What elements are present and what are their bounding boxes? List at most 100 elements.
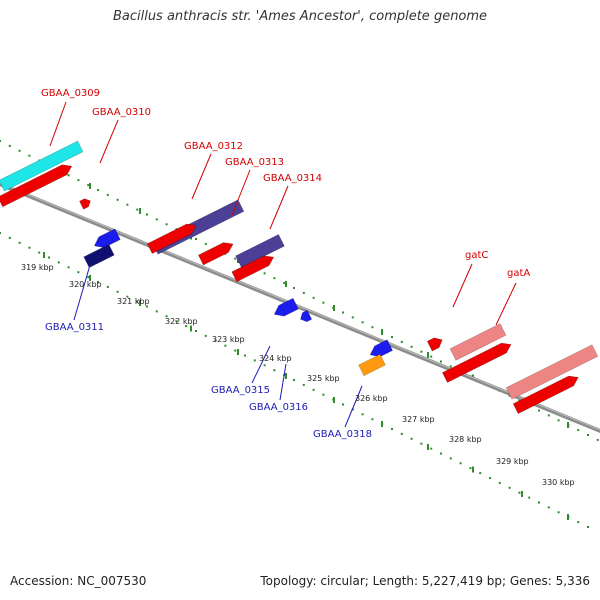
tick-dot (273, 277, 276, 280)
tick-dot (18, 241, 21, 244)
tick-dot (18, 149, 21, 152)
feature-layer (0, 140, 599, 414)
leader-GBAA_0311 (73, 264, 91, 321)
tick-dot (8, 144, 11, 147)
cds-arrow-gbaa-0311 (93, 228, 121, 248)
tick-dot (0, 140, 1, 142)
tick-dot (28, 246, 31, 249)
tick-dot (449, 457, 452, 460)
tick-dot (126, 203, 129, 206)
tick-dot (596, 438, 599, 441)
cds-arrow-gbaa-0318 (369, 339, 393, 358)
genome-summary-text: Topology: circular; Length: 5,227,419 bp… (260, 574, 590, 588)
cds-arrow-gata-part2 (512, 375, 579, 414)
tick-dot (577, 429, 580, 432)
gene-label-GBAA_0312: GBAA_0312 (184, 141, 243, 152)
backbone-highlight (0, 182, 600, 431)
gene-label-GBAA_0311: GBAA_0311 (45, 322, 104, 333)
tick-dot (97, 189, 99, 191)
dotted-tick-tracks (0, 140, 599, 528)
tick-dot (195, 330, 197, 332)
tick-dot (528, 496, 531, 499)
tick-dot (508, 486, 511, 489)
tick-dot (400, 432, 403, 435)
tick-dot (126, 295, 129, 298)
leader-gatA (495, 282, 517, 326)
tick-dot (263, 272, 266, 275)
cds-arrow-gbaa-0310 (79, 198, 91, 210)
tick-dot (312, 388, 315, 391)
tick-dot (57, 261, 60, 264)
tick-dot (538, 409, 540, 412)
tick-dot (77, 271, 80, 274)
gene-label-GBAA_0316: GBAA_0316 (249, 402, 308, 413)
leader-GBAA_0313 (231, 169, 251, 216)
backbone-line (0, 181, 600, 434)
gene-bar-gbaa-0311 (83, 243, 115, 269)
accession-text: Accession: NC_007530 (10, 574, 147, 588)
leader-lines (49, 101, 517, 428)
tick-label-329: 329 kbp (496, 457, 529, 466)
tick-label-319: 319 kbp (21, 263, 54, 272)
tick-label-321: 321 kbp (117, 297, 150, 306)
tick-dot (547, 506, 550, 509)
tick-dot (87, 276, 90, 279)
tick-dot (518, 491, 521, 494)
tick-dot (293, 379, 295, 381)
leader-GBAA_0318 (344, 385, 363, 428)
tick-dot (440, 452, 442, 455)
tick-dot (116, 290, 119, 293)
tick-dot (8, 236, 11, 239)
tick-dot (253, 359, 256, 362)
upper-major-ticks (43, 160, 569, 428)
tick-dot (136, 300, 139, 303)
gene-label-GBAA_0310: GBAA_0310 (92, 107, 151, 118)
gene-bar-gatc (449, 323, 507, 361)
tick-dot (538, 501, 540, 504)
tick-dot (87, 184, 90, 187)
tick-dot (204, 242, 207, 245)
tick-dot (155, 310, 158, 313)
tick-dot (342, 311, 344, 314)
tick-dot (557, 511, 560, 514)
gene-label-GBAA_0313: GBAA_0313 (225, 157, 284, 168)
gene-label-GBAA_0318: GBAA_0318 (313, 429, 372, 440)
leader-gatC (452, 263, 473, 308)
gene-label-GBAA_0314: GBAA_0314 (263, 173, 322, 184)
tick-dot (371, 418, 374, 421)
tick-dot (489, 477, 491, 479)
tick-dot (459, 462, 462, 465)
cds-arrow-gbaa-0309 (0, 164, 73, 208)
tick-dot (430, 447, 433, 450)
tick-dot (322, 301, 325, 304)
leader-GBAA_0316 (279, 363, 287, 401)
tick-dot (587, 526, 589, 528)
tick-label-324: 324 kbp (259, 354, 292, 363)
leader-GBAA_0314 (269, 185, 289, 230)
tick-dot (410, 437, 413, 440)
tick-dot (420, 442, 423, 445)
tick-dot (283, 282, 286, 285)
gene-label-GBAA_0315: GBAA_0315 (211, 385, 270, 396)
leader-GBAA_0310 (99, 119, 119, 164)
tick-dot (136, 208, 139, 211)
tick-dot (106, 285, 109, 288)
tick-dot (302, 291, 305, 294)
tick-dot (273, 369, 276, 372)
lower-dotted-track (0, 232, 589, 528)
tick-dot (106, 193, 109, 196)
leader-GBAA_0315 (251, 345, 271, 384)
tick-dot (263, 364, 266, 367)
tick-dot (234, 349, 237, 352)
tick-label-328: 328 kbp (449, 435, 482, 444)
gene-bar-gbaa-0309 (0, 140, 84, 192)
tick-dot (214, 339, 217, 342)
tick-dot (185, 325, 188, 328)
tick-dot (204, 334, 207, 337)
leader-GBAA_0312 (191, 153, 212, 200)
tick-dot (557, 419, 560, 422)
tick-dot (165, 223, 168, 226)
tick-dot (155, 218, 158, 221)
tick-dot (430, 355, 433, 358)
